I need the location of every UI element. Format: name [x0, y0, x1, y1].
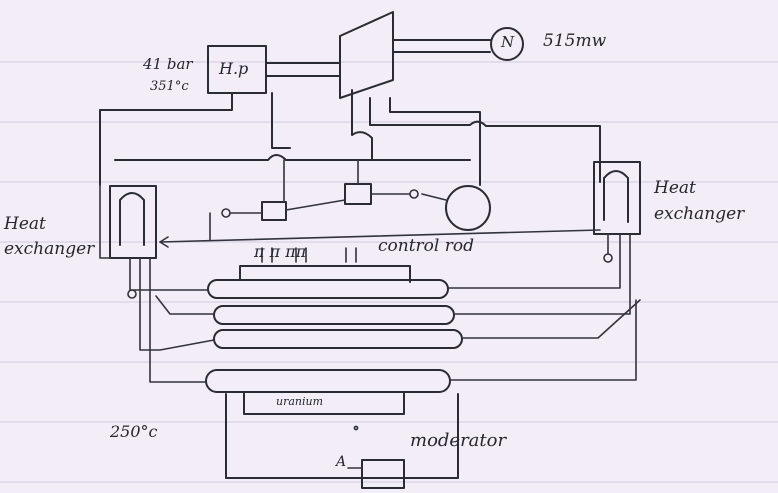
heat-exchanger-left-label: Heat exchanger: [4, 212, 92, 261]
uranium-label: uranium: [276, 396, 323, 407]
valve-right: [345, 184, 371, 204]
fuel-channel-4: [206, 370, 450, 392]
valve-node-left: [222, 209, 230, 217]
pressure-label: 41 bar: [143, 57, 193, 72]
hp-turbine-label: H.p: [219, 61, 248, 77]
steam-pipe-left-outer: [100, 93, 232, 185]
heat-exchanger-right-coil: [604, 171, 628, 222]
generator-shaft: [393, 40, 490, 52]
fuel-channel-2: [214, 306, 454, 324]
temperature-bottom-label: 250°c: [110, 424, 158, 440]
coolant-right-3: [462, 300, 640, 338]
steam-pipe-right-top: [370, 98, 600, 182]
moderator-marker-label: A: [336, 455, 346, 469]
heat-exchanger-left-coil: [120, 193, 144, 245]
control-rod-label: control rod: [378, 238, 474, 255]
left-exchanger-feed: [100, 185, 110, 258]
generator-label: N: [501, 35, 514, 50]
fuel-rods-label: π π ππ: [254, 244, 306, 260]
turbine-shaft: [266, 63, 340, 76]
coolant-node-right: [604, 254, 612, 262]
heat-exchanger-right-label: Heat exchanger: [654, 176, 764, 227]
fuel-channel-1: [208, 280, 448, 298]
valve-left: [262, 202, 286, 220]
power-output-label: 515mw: [543, 33, 606, 50]
coolant-right-4: [450, 300, 636, 380]
moderator-label: moderator: [410, 432, 506, 450]
coolant-left-1: [130, 258, 208, 290]
valve-stems: [210, 160, 358, 240]
valve-node-right: [410, 190, 418, 198]
moderator-marker-dot: [354, 426, 357, 429]
coolant-left-4: [156, 296, 214, 314]
condenser-pump: [446, 186, 490, 230]
heat-exchanger-left: [110, 186, 156, 258]
uranium-core-box: [244, 392, 404, 414]
temperature-top-label: 351°c: [150, 80, 189, 93]
fuel-channel-3: [214, 330, 462, 348]
cross-pipe-upper: [115, 155, 470, 160]
coolant-left-2: [140, 258, 214, 350]
coolant-node-left: [128, 290, 136, 298]
moderator-pump: [362, 460, 404, 488]
steam-pipe-pump: [390, 98, 480, 185]
coolant-left-3: [150, 258, 206, 382]
lp-turbine: [340, 12, 393, 98]
steam-pipe-hp-out: [272, 93, 290, 148]
